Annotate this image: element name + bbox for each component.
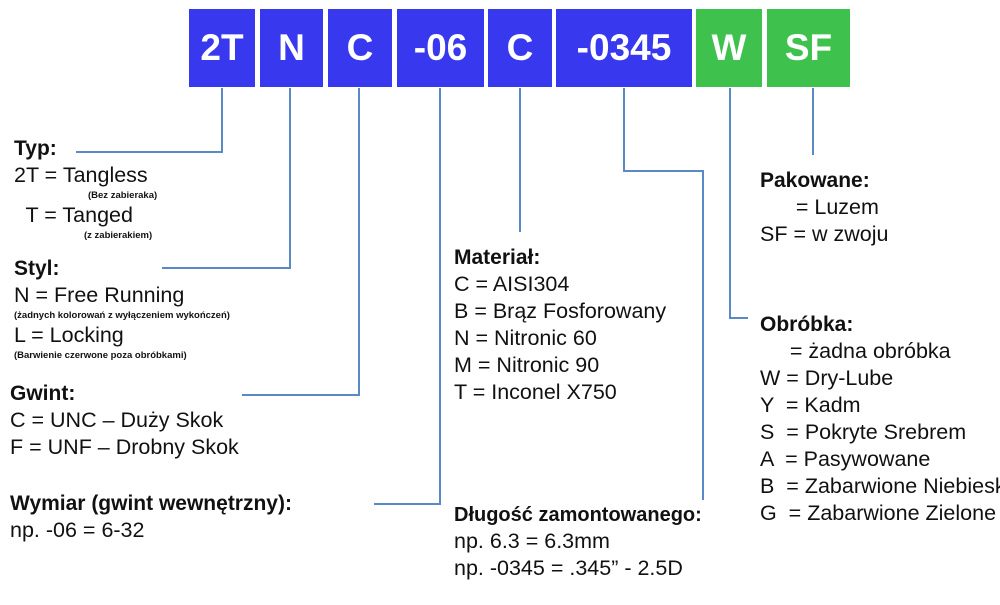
material-line-braz: B = Brąz Fosforowany <box>454 299 667 323</box>
connector-obrobka <box>729 88 748 319</box>
gwint-heading: Gwint: <box>10 382 76 405</box>
code-box-style: N <box>260 9 323 87</box>
code-box-material: C <box>488 9 552 87</box>
obrobka-line-dry-lube: W = Dry-Lube <box>760 366 894 390</box>
typ-block: Typ: 2T = Tangless (Bez zabieraka) T = T… <box>14 136 157 242</box>
typ-note-tangless: (Bez zabieraka) <box>88 190 158 201</box>
styl-block: Styl: N = Free Running (żadnych kolorowa… <box>14 256 230 362</box>
pakowane-line-luzem: = Luzem <box>760 195 879 219</box>
connector-gwint <box>242 88 360 396</box>
wymiar-line-example: np. -06 = 6-32 <box>10 518 145 542</box>
gwint-line-unf: F = UNF – Drobny Skok <box>10 435 239 459</box>
material-heading: Materiał: <box>454 246 541 269</box>
dlugosc-line-imperial: np. -0345 = .345” - 2.5D <box>454 556 683 580</box>
pakowane-block: Pakowane: = Luzem SF = w zwoju <box>760 168 888 248</box>
code-box-size: -06 <box>397 9 484 87</box>
code-box-type: 2T <box>189 9 255 87</box>
connector-wymiar <box>374 88 441 505</box>
code-box-finish: W <box>696 9 762 87</box>
typ-line-tangless: 2T = Tangless <box>14 163 148 187</box>
obrobka-line-niebieskie: B = Zabarwione Niebieskie <box>760 474 1000 498</box>
styl-note-free-running: (żadnych kolorowań z wyłączeniem wykończ… <box>14 310 230 321</box>
obrobka-line-pasywowane: A = Pasywowane <box>760 447 931 471</box>
styl-note-locking: (Barwienie czerwone poza obróbkami) <box>14 350 187 361</box>
obrobka-line-kadm: Y = Kadm <box>760 393 861 417</box>
pakowane-line-zwoj: SF = w zwoju <box>760 222 889 246</box>
gwint-line-unc: C = UNC – Duży Skok <box>10 408 224 432</box>
code-box-packaging: SF <box>767 9 850 87</box>
connector-styl <box>162 88 291 269</box>
code-box-thread: C <box>328 9 392 87</box>
material-block: Materiał: C = AISI304 B = Brąz Fosforowa… <box>454 245 666 406</box>
dlugosc-heading: Długość zamontowanego: <box>454 504 702 526</box>
obrobka-line-zielone: G = Zabarwione Zielone <box>760 501 997 525</box>
obrobka-line-none: = żadna obróbka <box>760 339 951 363</box>
dlugosc-block: Długość zamontowanego: np. 6.3 = 6.3mm n… <box>454 502 702 582</box>
obrobka-block: Obróbka: = żadna obróbka W = Dry-Lube Y … <box>760 312 1000 527</box>
material-line-nitronic60: N = Nitronic 60 <box>454 326 597 350</box>
typ-heading: Typ: <box>14 137 57 160</box>
obrobka-line-srebro: S = Pokryte Srebrem <box>760 420 967 444</box>
wymiar-block: Wymiar (gwint wewnętrzny): np. -06 = 6-3… <box>10 491 292 544</box>
connector-typ <box>76 88 223 153</box>
styl-heading: Styl: <box>14 257 60 280</box>
code-box-length: -0345 <box>556 9 692 87</box>
material-line-aisi304: C = AISI304 <box>454 272 570 296</box>
styl-line-free-running: N = Free Running <box>14 283 185 307</box>
typ-line-tanged: T = Tanged <box>14 203 133 227</box>
wymiar-heading: Wymiar (gwint wewnętrzny): <box>10 492 292 515</box>
typ-note-tanged: (z zabierakiem) <box>84 230 153 241</box>
dlugosc-line-metric: np. 6.3 = 6.3mm <box>454 529 610 553</box>
material-line-nitronic90: M = Nitronic 90 <box>454 353 600 377</box>
connector-dlugosc <box>623 88 704 500</box>
pakowane-heading: Pakowane: <box>760 169 870 192</box>
material-line-inconel: T = Inconel X750 <box>454 380 617 404</box>
gwint-block: Gwint: C = UNC – Duży Skok F = UNF – Dro… <box>10 381 239 461</box>
styl-line-locking: L = Locking <box>14 323 124 347</box>
obrobka-heading: Obróbka: <box>760 313 854 336</box>
